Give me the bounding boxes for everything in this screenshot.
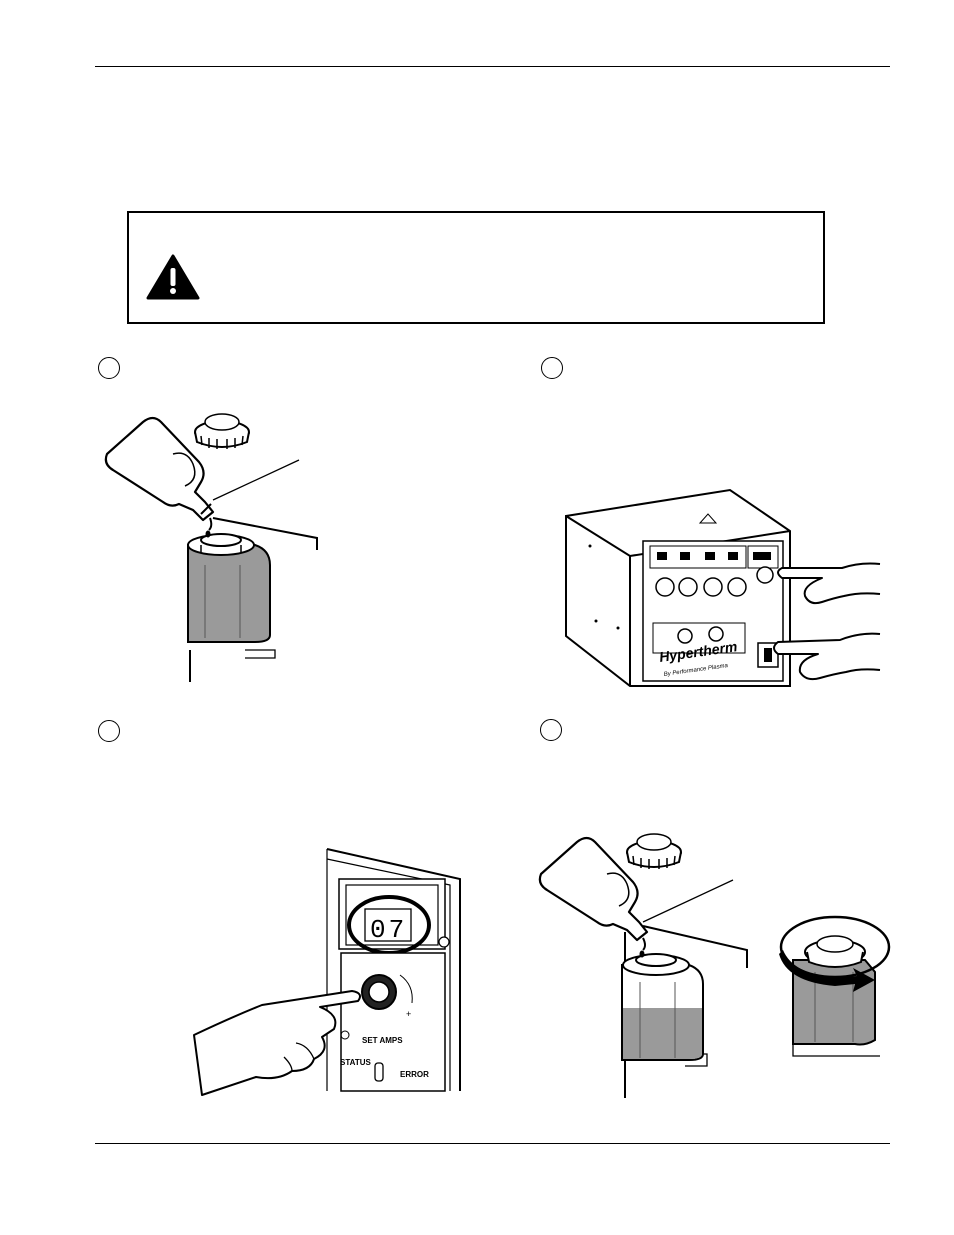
illustration-pour-coolant-refill [535,822,885,1102]
hand-pressing-knob [194,991,360,1095]
step-2-marker [541,357,563,379]
coolant-reservoir [188,534,270,642]
mode-toggle [375,1063,383,1081]
illustration-pour-coolant-empty [95,400,335,690]
footer-rule [95,1143,890,1144]
error-label: ERROR [400,1070,429,1079]
set-amps-label: SET AMPS [362,1036,403,1045]
reservoir-cap-icon [627,834,681,869]
hand-pointing-knob [778,564,880,604]
step-3-marker [98,720,120,742]
amps-display: 07 [370,915,407,945]
header-rule [95,66,890,67]
knob-plus-label: + [406,1009,411,1019]
cap-tightening-inset [779,917,889,1045]
coolant-reservoir-filled [622,954,703,1060]
illustration-set-amps-knob: 07 + SET AMPS STATUS ERROR [192,845,472,1095]
warning-triangle-icon [145,253,201,301]
reservoir-cap-icon [195,414,249,449]
step-4-marker [540,719,562,741]
step-1-marker [98,357,120,379]
status-label: STATUS [340,1058,371,1067]
illustration-power-supply-panel: Hypertherm By Performance Plasma [560,486,890,696]
warning-box [127,211,825,324]
